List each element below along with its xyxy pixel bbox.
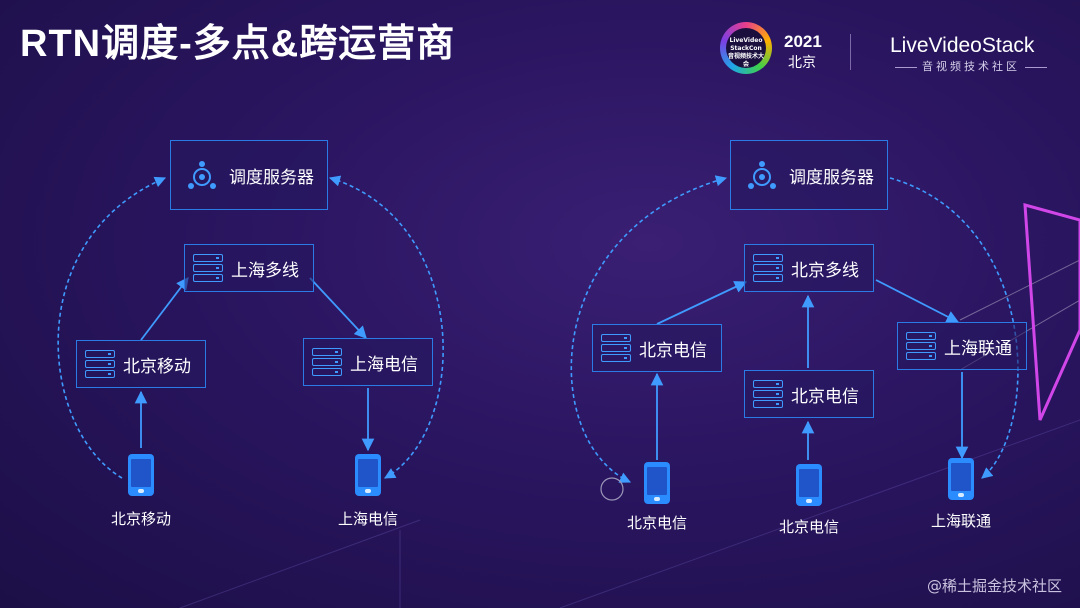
scheduler-hub-icon [748,161,776,189]
phone-label: 北京电信 [626,514,688,532]
right-node-beijing-multiline: 北京多线 [744,244,874,292]
watermark: @稀土掘金技术社区 [926,577,1062,595]
right-scheduler-node: 调度服务器 [730,140,888,210]
cursor-circle [600,477,624,501]
phone-icon [128,454,154,496]
phone-label: 北京移动 [110,510,172,528]
node-label: 北京多线 [791,260,859,281]
left-dashed-connectors [57,175,444,479]
node-label: 上海电信 [350,354,418,375]
server-icon [193,254,223,282]
right-scheduler-label: 调度服务器 [789,167,874,188]
brand-name: LiveVideoStack [890,34,1035,57]
server-icon [85,350,115,378]
server-icon [906,332,936,360]
node-label: 上海联通 [944,338,1012,359]
node-label: 北京电信 [791,386,859,407]
phone-label: 上海联通 [930,512,992,530]
right-node-beijing-telecom-a: 北京电信 [592,324,722,372]
left-node-shanghai-telecom: 上海电信 [303,338,433,386]
left-node-beijing-mobile: 北京移动 [76,340,206,388]
phone-label: 北京电信 [778,518,840,536]
conference-logo-area: LiveVideo StackCon 音视频技术大会 2021 北京 LiveV… [720,22,1060,82]
server-icon [312,348,342,376]
left-node-shanghai-multiline: 上海多线 [184,244,314,292]
logo-divider [850,34,851,70]
phone-label: 上海电信 [337,510,399,528]
server-icon [753,254,783,282]
node-label: 北京电信 [639,340,707,361]
decorative-stripes [179,259,1080,608]
livevideostackcon-badge-logo: LiveVideo StackCon 音视频技术大会 [720,22,772,74]
phone-icon [948,458,974,500]
conference-city: 北京 [788,55,816,71]
right-node-shanghai-unicom: 上海联通 [897,322,1027,370]
scheduler-hub-icon [188,161,216,189]
decorative-prism [1023,202,1080,421]
left-scheduler-label: 调度服务器 [229,167,314,188]
node-label: 上海多线 [231,260,299,281]
node-label: 北京移动 [123,356,191,377]
left-scheduler-node: 调度服务器 [170,140,328,210]
brand-subtitle: 音视频技术社区 [890,58,1052,74]
phone-icon [355,454,381,496]
slide-title: RTN调度-多点&跨运营商 [20,23,456,65]
phone-icon [644,462,670,504]
phone-icon [796,464,822,506]
right-node-beijing-telecom-b: 北京电信 [744,370,874,418]
conference-year: 2021 [784,32,822,51]
server-icon [601,334,631,362]
server-icon [753,380,783,408]
